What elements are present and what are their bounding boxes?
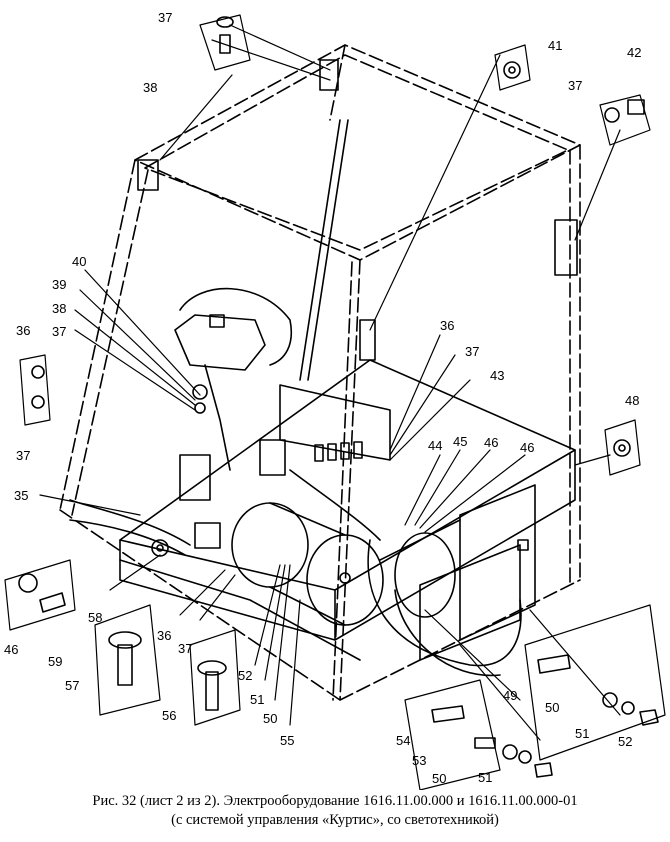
callout-38-top: 38 [143, 80, 157, 95]
callout-36-mid: 36 [440, 318, 454, 333]
callout-36-left: 36 [16, 323, 30, 338]
controller-box [367, 484, 536, 677]
figure-caption: Рис. 32 (лист 2 из 2). Электрооборудован… [0, 792, 670, 830]
motors [231, 469, 456, 626]
callout-39: 39 [52, 277, 66, 292]
callout-50-b: 50 [432, 771, 446, 786]
lamps [137, 59, 578, 361]
callout-37-cmid: 37 [465, 344, 479, 359]
callout-48: 48 [625, 393, 639, 408]
callout-52-r: 52 [618, 734, 632, 749]
callout-58: 58 [88, 610, 102, 625]
callout-51-low: 51 [250, 692, 264, 707]
callout-46-a: 46 [484, 435, 498, 450]
callout-50-low: 50 [263, 711, 277, 726]
callout-46-b: 46 [520, 440, 534, 455]
callout-52-low: 52 [238, 668, 252, 683]
caption-line-2: (с системой управления «Куртис», со свет… [171, 812, 499, 828]
callout-55: 55 [280, 733, 294, 748]
fasteners [18, 16, 659, 778]
callout-37-low: 37 [178, 641, 192, 656]
callout-41: 41 [548, 38, 562, 53]
callout-45: 45 [453, 434, 467, 449]
callout-37-mid: 37 [52, 324, 66, 339]
callout-37-left: 37 [16, 448, 30, 463]
callout-59: 59 [48, 654, 62, 669]
base-platform [119, 359, 576, 641]
cab-frame [59, 44, 581, 701]
callout-49: 49 [503, 688, 517, 703]
callout-56: 56 [162, 708, 176, 723]
callout-54: 54 [396, 733, 410, 748]
callout-35: 35 [14, 488, 28, 503]
callout-tags [4, 14, 666, 790]
callout-43: 43 [490, 368, 504, 383]
callout-50-r: 50 [545, 700, 559, 715]
callout-37-top: 37 [158, 10, 172, 25]
callout-37-right: 37 [568, 78, 582, 93]
control-panel [179, 384, 391, 501]
callout-57: 57 [65, 678, 79, 693]
callout-51-b: 51 [478, 770, 492, 785]
wiring-left [69, 499, 361, 661]
callout-42: 42 [627, 45, 641, 60]
callout-36-low: 36 [157, 628, 171, 643]
callout-51-r: 51 [575, 726, 589, 741]
caption-line-1: Рис. 32 (лист 2 из 2). Электрооборудован… [92, 793, 578, 809]
callout-38-mid: 38 [52, 301, 66, 316]
steering-assembly [174, 287, 292, 471]
electrical-equipment-diagram: 37 38 41 42 37 40 39 38 37 36 37 36 37 4… [4, 10, 666, 790]
roof-rods [299, 119, 349, 381]
callout-44: 44 [428, 438, 442, 453]
callout-53: 53 [412, 753, 426, 768]
leader-lines [39, 24, 621, 741]
callout-46-left: 46 [4, 642, 18, 657]
callout-40: 40 [72, 254, 86, 269]
